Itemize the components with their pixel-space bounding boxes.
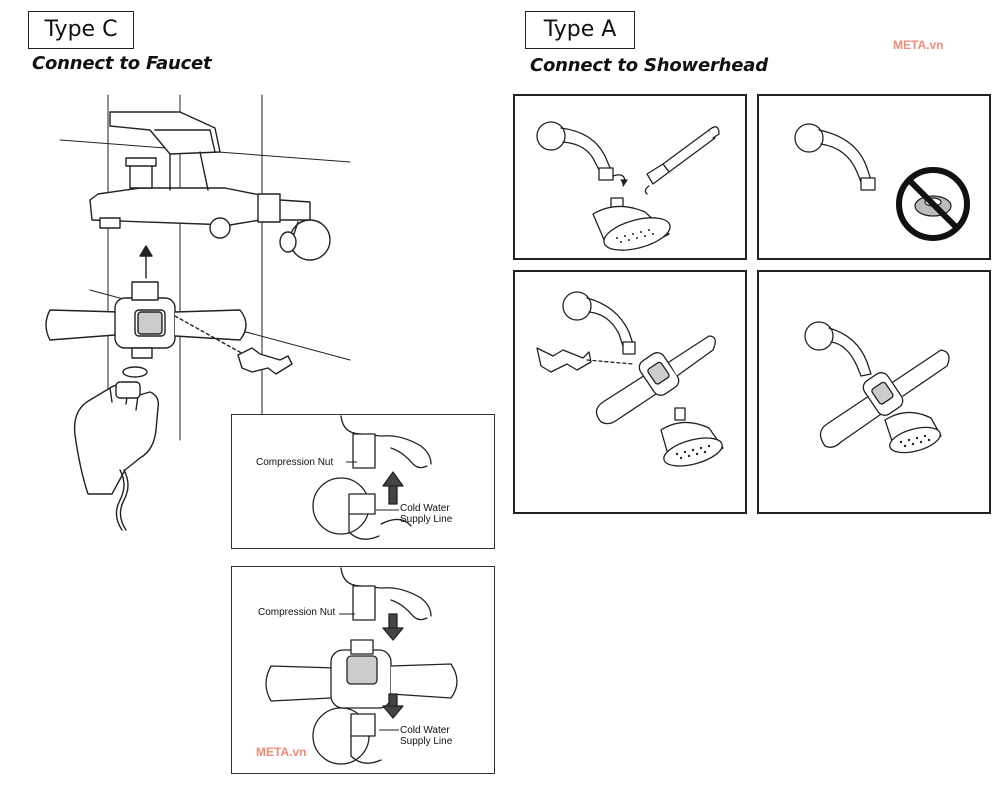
spanner-icon (536, 347, 592, 373)
panel-remove-showerhead-drawing (536, 121, 720, 251)
type-c-subtitle: Connect to Faucet (32, 53, 212, 74)
inset-bottom-leader-lines (339, 613, 399, 731)
inset-top-illustration (312, 415, 432, 540)
prohibited-icon (896, 167, 970, 241)
inset-bottom-illustration (265, 567, 458, 765)
watermark-top: META.vn (893, 38, 944, 52)
type-c-label: Type C (44, 17, 118, 42)
watermark-bottom: META.vn (256, 745, 307, 759)
faucet-illustration (45, 94, 351, 531)
type-c-label-box: Type C (28, 11, 134, 49)
inset-bottom-nut-label: Compression Nut (258, 607, 336, 618)
type-a-label: Type A (543, 17, 617, 42)
inset-top-nut-label: Compression Nut (256, 457, 334, 468)
inset-bottom-supply-label: Cold Water Supply Line (400, 725, 453, 747)
type-a-subtitle: Connect to Showerhead (530, 55, 768, 76)
inset-top-supply-label: Cold Water Supply Line (400, 503, 453, 525)
panel-attach-diverter-drawing (536, 291, 724, 467)
type-a-label-box: Type A (525, 11, 635, 49)
inset-top-leader-lines (346, 461, 399, 511)
panel-no-tape-drawing (794, 123, 970, 241)
panel-assembled-drawing (804, 321, 950, 454)
